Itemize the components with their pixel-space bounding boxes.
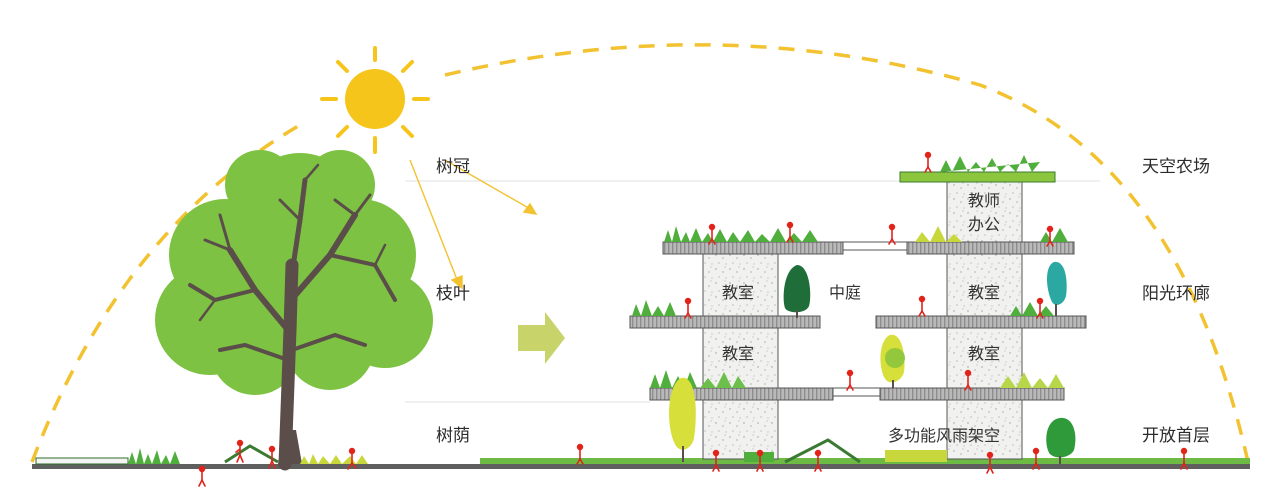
slab-level3-left <box>629 315 821 329</box>
label-crown: 树冠 <box>436 157 470 177</box>
room-classroom-upper-left: 教室 <box>722 283 755 302</box>
room-teacher-office-line1: 教师 <box>968 191 1001 210</box>
slab-level2-right <box>879 387 1065 401</box>
label-sky-farm: 天空农场 <box>1142 157 1210 177</box>
label-shade: 树荫 <box>436 426 470 446</box>
transition-arrow-icon <box>518 312 565 364</box>
slab-level4-left <box>662 241 844 255</box>
sky-arc-right <box>444 43 1250 463</box>
school-building <box>629 155 1087 464</box>
ground-tree-lime <box>669 377 696 450</box>
tree-illustration <box>155 150 433 471</box>
ground-path <box>35 457 129 465</box>
core-column-a <box>702 253 779 460</box>
room-courtyard: 中庭 <box>829 283 862 302</box>
people-figures <box>198 151 1188 487</box>
sky-farm-slab <box>899 171 1056 183</box>
room-classroom-lower-right: 教室 <box>968 344 1001 363</box>
ground-grass-strip <box>480 458 1250 464</box>
bridge-level4 <box>842 241 908 251</box>
ground-tree-green <box>1046 417 1076 458</box>
room-classroom-lower-left: 教室 <box>722 344 755 363</box>
sky-arc-left <box>30 123 301 463</box>
grass-tufts-left <box>128 448 368 464</box>
label-open-ground: 开放首层 <box>1142 426 1210 446</box>
sun-icon <box>320 46 430 154</box>
tent-shelter-left <box>224 444 279 464</box>
label-sunny-corridor: 阳光环廊 <box>1142 284 1210 304</box>
ground-line <box>32 464 1250 469</box>
bridge-level2 <box>832 387 881 397</box>
courtyard-tree-dark <box>783 265 811 313</box>
room-classroom-upper-right: 教室 <box>968 283 1001 302</box>
room-teacher-office-line2: 办公 <box>968 215 1001 234</box>
room-pilotis: 多功能风雨架空 <box>888 426 1001 445</box>
label-branch: 枝叶 <box>436 284 470 304</box>
sun-ray-arrows <box>409 159 538 290</box>
tent-shelter-right <box>784 438 861 464</box>
courtyard-tree-teal <box>1047 261 1067 305</box>
slab-level3-right <box>875 315 1087 329</box>
